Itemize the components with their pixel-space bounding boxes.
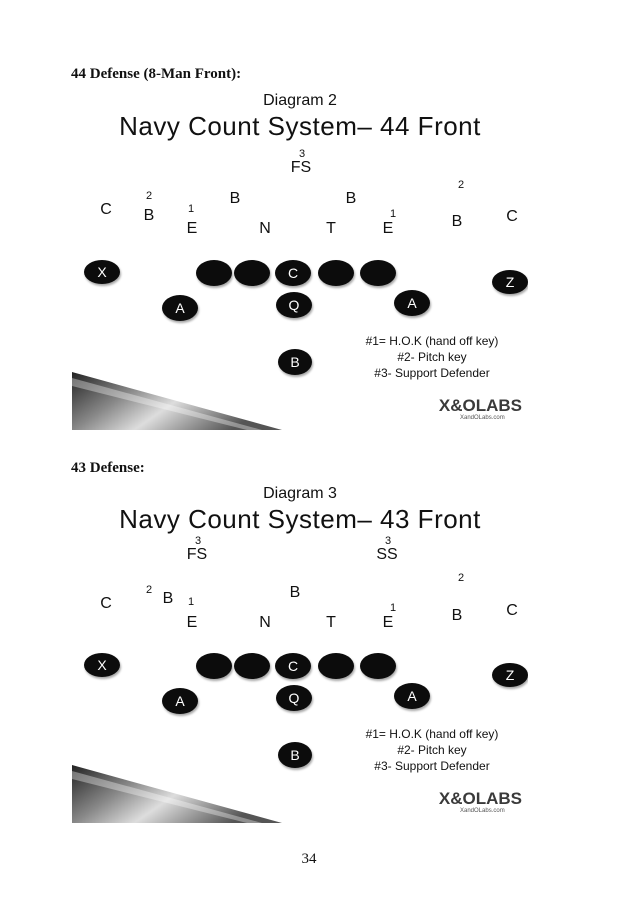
page-number: 34 (301, 851, 317, 867)
offense-a-left: A (162, 295, 198, 321)
key-line-2: #2- Pitch key (397, 350, 467, 364)
key-line-3: #3- Support Defender (374, 759, 490, 773)
b-left-key-number: 2 (145, 190, 153, 202)
diagram-44-front: Diagram 2 Navy Count System– 44 Front 3 … (72, 92, 528, 430)
fs-key-number: 3 (298, 148, 306, 160)
defender-b-mid: B (289, 584, 301, 601)
e-left-key-number: 1 (187, 596, 195, 608)
logo-url: XandOLabs.com (460, 415, 505, 421)
offense-q: Q (276, 292, 312, 318)
logo-text: X&OLABS (438, 789, 522, 808)
diagram-subtitle: Diagram 2 (263, 92, 337, 109)
offense-center: C (275, 260, 311, 286)
offense-b: B (278, 349, 312, 375)
defender-c-left: C (100, 595, 112, 612)
b-right-key-number: 2 (457, 572, 465, 584)
offense-a-right: A (394, 290, 430, 316)
defender-c-right: C (506, 208, 518, 225)
defender-e-left: E (186, 614, 198, 631)
diagram-title: Navy Count System– 44 Front (119, 111, 481, 141)
b-right-key-number: 2 (457, 179, 465, 191)
offense-lineman-4 (360, 260, 396, 286)
diagram-subtitle: Diagram 3 (263, 485, 337, 502)
offense-lineman-4 (360, 653, 396, 679)
defender-e-right: E (382, 614, 394, 631)
offense-z: Z (492, 663, 528, 687)
e-left-key-number: 1 (187, 203, 195, 215)
diagram-title: Navy Count System– 43 Front (119, 504, 481, 534)
e-right-key-number: 1 (389, 208, 397, 220)
key-line-1: #1= H.O.K (hand off key) (365, 334, 499, 348)
defender-t: T (326, 614, 336, 631)
defender-b-right: B (451, 607, 463, 624)
offense-z: Z (492, 270, 528, 294)
key-line-2: #2- Pitch key (397, 743, 467, 757)
offense-lineman-1 (196, 653, 232, 679)
defender-c-left: C (100, 201, 112, 218)
defender-fs: FS (290, 159, 312, 176)
defender-e-right: E (382, 220, 394, 237)
offense-b: B (278, 742, 312, 768)
section-heading-44-defense: 44 Defense (8-Man Front): (71, 66, 242, 82)
b-left-key-number: 2 (145, 584, 153, 596)
key-line-1: #1= H.O.K (hand off key) (365, 727, 499, 741)
fs-key-number: 3 (194, 535, 202, 547)
xolabs-logo: X&OLABS (439, 396, 522, 416)
key-line-3: #3- Support Defender (374, 366, 490, 380)
offense-lineman-3 (318, 260, 354, 286)
ss-key-number: 3 (384, 535, 392, 547)
xolabs-logo: X&OLABS (439, 789, 522, 809)
defender-ss: SS (376, 546, 398, 563)
offense-x: X (84, 653, 120, 677)
defender-t: T (326, 220, 336, 237)
defender-b-left: B (143, 207, 155, 224)
defender-c-right: C (506, 602, 518, 619)
offense-lineman-3 (318, 653, 354, 679)
diagram-key: #1= H.O.K (hand off key) #2- Pitch key #… (342, 333, 522, 381)
decorative-wedge (72, 372, 282, 430)
decorative-wedge (72, 765, 282, 823)
offense-a-right: A (394, 683, 430, 709)
defender-b-left: B (162, 590, 174, 607)
logo-text: X&OLABS (438, 396, 522, 415)
defender-fs: FS (186, 546, 208, 563)
section-heading-43-defense: 43 Defense: (71, 460, 145, 476)
defender-e-left: E (186, 220, 198, 237)
defender-b-mid-left: B (229, 190, 241, 207)
diagram-43-front: Diagram 3 Navy Count System– 43 Front 3 … (72, 485, 528, 823)
offense-lineman-1 (196, 260, 232, 286)
defender-n: N (259, 220, 271, 237)
logo-url: XandOLabs.com (460, 808, 505, 814)
defender-b-mid-right: B (345, 190, 357, 207)
offense-x: X (84, 260, 120, 284)
offense-lineman-2 (234, 260, 270, 286)
diagram-key: #1= H.O.K (hand off key) #2- Pitch key #… (342, 726, 522, 774)
defender-b-right: B (451, 213, 463, 230)
offense-a-left: A (162, 688, 198, 714)
offense-center: C (275, 653, 311, 679)
e-right-key-number: 1 (389, 602, 397, 614)
offense-q: Q (276, 685, 312, 711)
defender-n: N (259, 614, 271, 631)
offense-lineman-2 (234, 653, 270, 679)
